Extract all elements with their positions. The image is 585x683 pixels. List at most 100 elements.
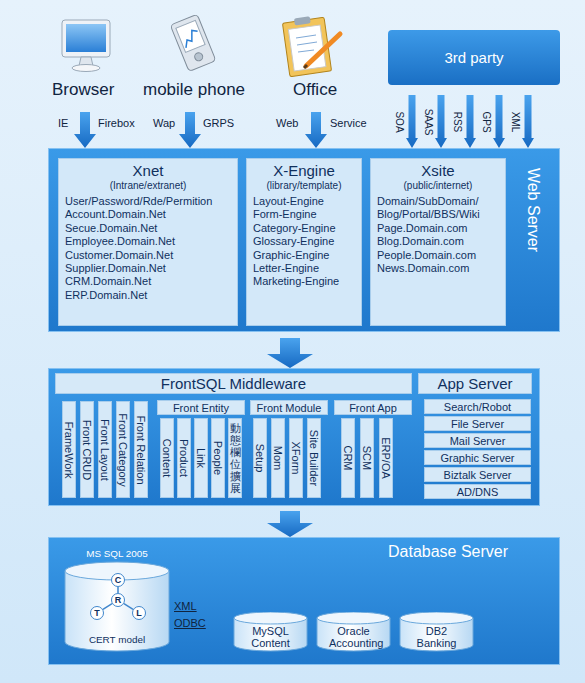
node-text: Search/Robot [444, 401, 511, 413]
box-line: Glossary-Engine [253, 235, 355, 248]
node-text: Front Module [257, 402, 322, 414]
node-text: Product [178, 439, 190, 477]
node-text: Setup [254, 444, 266, 473]
node-text: Biztalk Server [444, 469, 512, 481]
box-line: Graphic-Engine [253, 249, 355, 262]
model-circle: L [132, 606, 146, 620]
band-label: Database Server [388, 543, 508, 561]
column-box: 動態欄位擴展 [228, 418, 242, 498]
box-line: Letter-Engine [253, 262, 355, 275]
box-line: People.Domain.com [377, 249, 499, 262]
node-text: MySQL Content [233, 625, 308, 649]
model-circle: R [111, 593, 125, 607]
node-text: Content [161, 439, 173, 478]
edge-label: SOA [394, 111, 405, 132]
node-text: CERT model [64, 634, 170, 645]
node-text: 動態欄位擴展 [230, 422, 241, 495]
box-line: CRM.Domain.Net [65, 275, 231, 288]
node-text: Front App [349, 402, 397, 414]
flow-arrow [267, 511, 313, 537]
box-line: Employee.Domain.Net [65, 235, 231, 248]
column-box: Front Category [116, 401, 130, 498]
node-text: Graphic Server [441, 452, 515, 464]
cylinder-top [400, 612, 473, 624]
node-text: Link [195, 448, 207, 468]
server-box: AD/DNS [424, 484, 531, 499]
edge-label: SAAS [423, 108, 434, 135]
header-bar: App Server [418, 373, 532, 394]
box-title: Xsite [377, 162, 499, 179]
box-title: Xnet [65, 162, 231, 179]
phone-icon [170, 14, 216, 71]
input-arrow [179, 112, 201, 148]
box-line: Marketing-Engine [253, 275, 355, 288]
box-subtitle: (Intrane/extranet) [65, 179, 231, 192]
box-line: Supplier.Domain.Net [65, 262, 231, 275]
database-cylinder: DB2 Banking [399, 612, 474, 652]
node-text: DB2 Banking [399, 625, 474, 649]
module-box: Xnet(Intrane/extranet)User/Password/Rde/… [58, 158, 238, 326]
node-text: SCM [361, 446, 373, 470]
caption-label: Service [330, 117, 367, 129]
cylinder-body [234, 618, 307, 651]
caption-label: Web [276, 117, 298, 129]
box-line: Account.Domain.Net [65, 208, 231, 221]
header-bar: Front Entity [157, 400, 245, 415]
box-line: Blog/Portal/BBS/Wiki [377, 208, 499, 221]
server-box: Graphic Server [424, 450, 531, 465]
interface-label: ODBC [174, 617, 206, 629]
cylinder-top [317, 612, 390, 624]
database-cylinder: MySQL Content [233, 612, 308, 652]
node-text: R [115, 596, 122, 605]
flow-arrow [464, 95, 476, 148]
flow-arrow [435, 95, 447, 148]
office-icon [282, 16, 340, 76]
flow-arrow [267, 338, 313, 368]
caption-label: mobile phone [143, 80, 245, 100]
node-text: Front Layout [99, 419, 111, 481]
source-box: 3rd party [388, 30, 560, 85]
band-label: Web Server [524, 168, 542, 252]
column-box: Link [194, 418, 208, 498]
edge-label: GPS [481, 111, 492, 132]
caption-label: Firebox [98, 117, 135, 129]
header-bar: Front Module [250, 400, 328, 415]
flow-arrow [493, 95, 505, 148]
node-text: FrameWork [63, 421, 75, 478]
column-box: CRM [341, 418, 355, 498]
column-box: Mom [271, 418, 285, 498]
cylinder-top [234, 612, 307, 624]
server-box: Biztalk Server [424, 467, 531, 482]
input-arrow [74, 112, 96, 148]
model-link [117, 587, 119, 593]
node-text: L [136, 609, 142, 618]
node-text: AD/DNS [457, 486, 499, 498]
server-box: Search/Robot [424, 399, 531, 414]
caption-label: Wap [153, 117, 175, 129]
server-box: Mail Server [424, 433, 531, 448]
module-box: Xsite(public/internet)Domain/SubDomain/B… [370, 158, 506, 326]
node-text: People [212, 441, 224, 475]
database-cylinder: Oracle Accounting [316, 612, 391, 652]
caption-label: Office [293, 80, 337, 100]
box-line: Page.Domain.com [377, 222, 499, 235]
tier-band: Database ServerMS SQL 2005CERT modelCRTL… [48, 537, 560, 665]
column-box: SCM [360, 418, 374, 498]
node-text: Oracle Accounting [316, 625, 391, 649]
column-box: Content [160, 418, 174, 498]
database-cylinder: MS SQL 2005CERT modelCRTL [64, 548, 170, 652]
cylinder-body [65, 571, 169, 651]
node-text: CRM [342, 445, 354, 470]
model-link [103, 604, 112, 610]
interface-label: XML [174, 600, 197, 612]
column-box: XForm [289, 418, 303, 498]
model-circle: C [111, 573, 125, 587]
node-text: Front Category [117, 413, 129, 486]
browser-icon [62, 20, 110, 72]
server-box: File Server [424, 416, 531, 431]
edge-label: XML [510, 111, 521, 132]
node-text: Front Entity [173, 402, 229, 414]
column-box: Product [177, 418, 191, 498]
box-line: Layout-Engine [253, 195, 355, 208]
